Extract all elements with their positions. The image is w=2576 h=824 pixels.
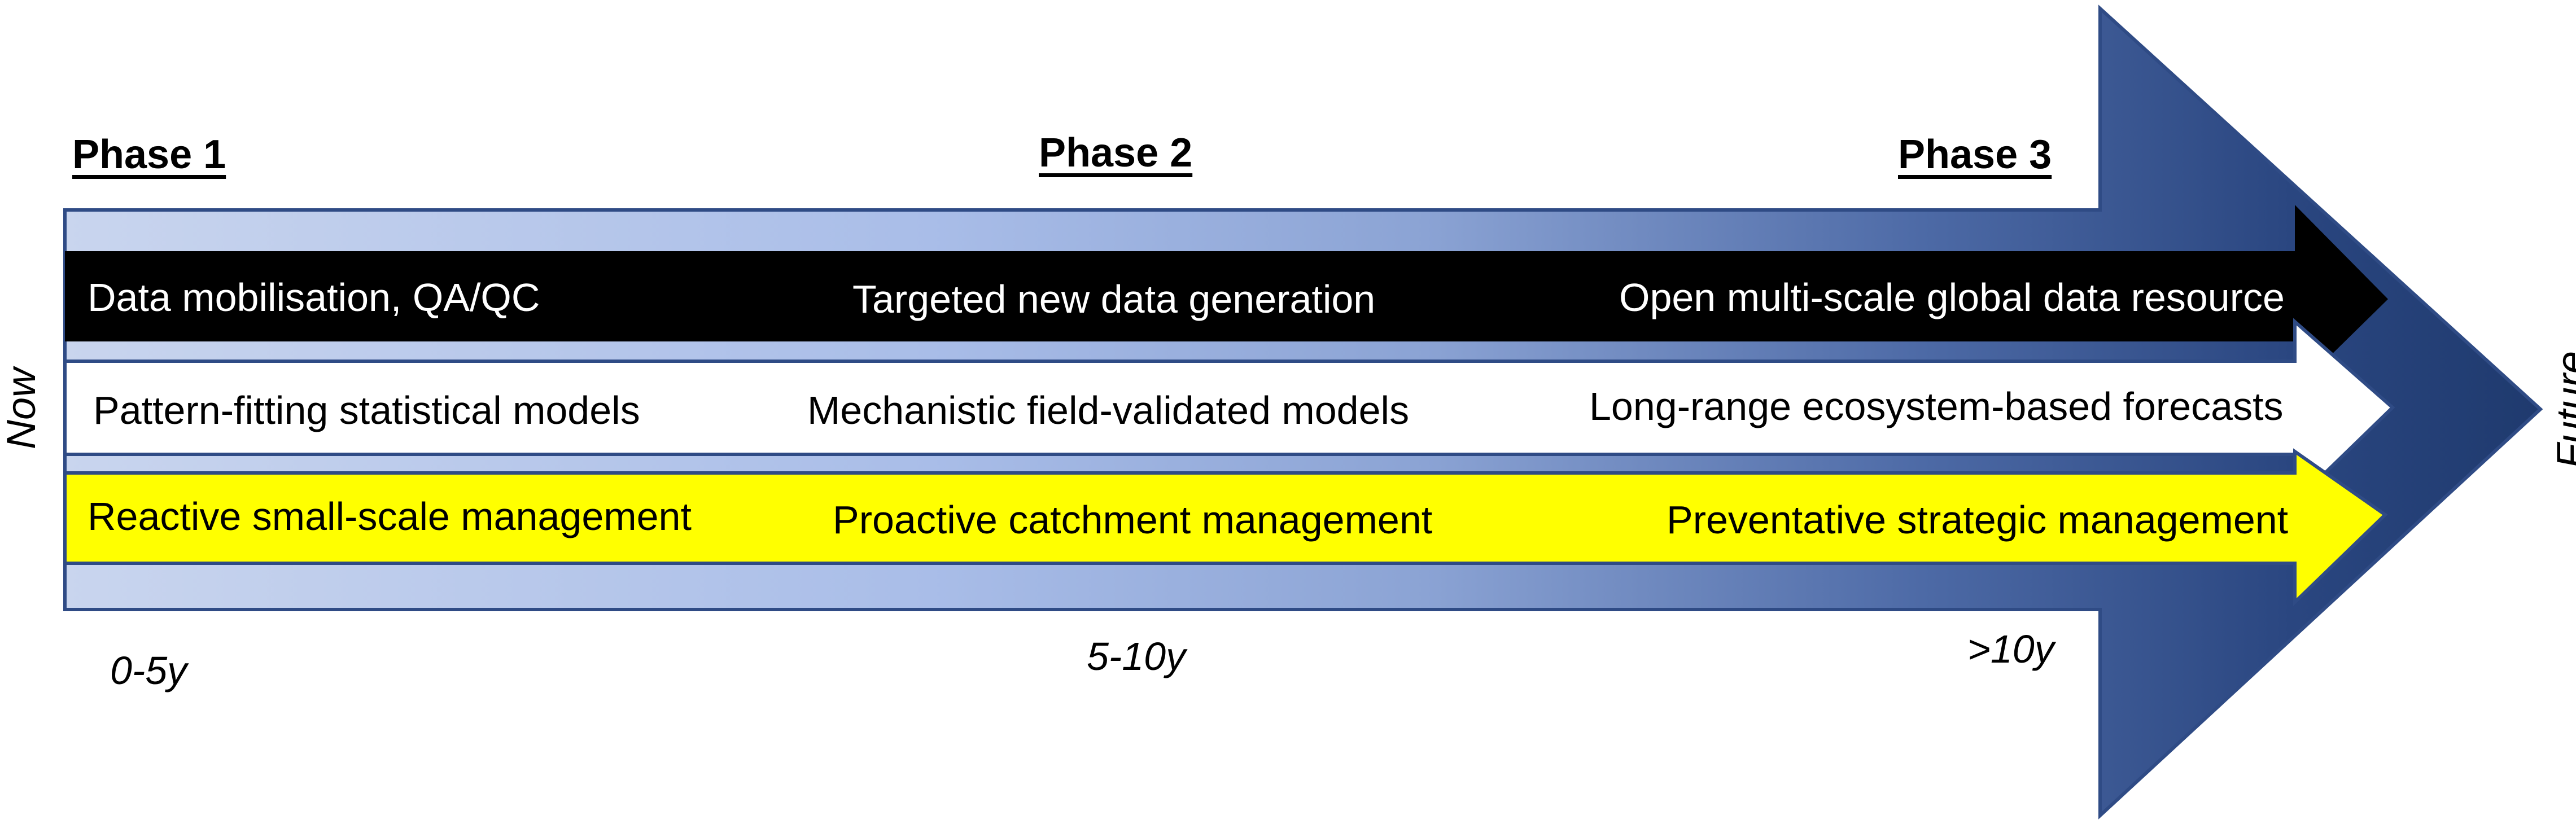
management-phase-1: Reactive small-scale management (88, 494, 692, 538)
row-band-management (63, 448, 2388, 607)
timeframe-phase-3: >10y (1967, 627, 2054, 671)
models-phase-1: Pattern-fitting statistical models (93, 388, 640, 432)
models-phase-2: Mechanistic field-validated models (807, 388, 1410, 432)
phase-3-label: Phase 3 (1898, 132, 2052, 177)
phase-1-label: Phase 1 (72, 132, 226, 177)
management-phase-2: Proactive catchment management (833, 498, 1433, 542)
data-phase-1: Data mobilisation, QA/QC (88, 275, 540, 319)
row-band-data (65, 205, 2388, 391)
phase-2-label: Phase 2 (1039, 130, 1193, 176)
now-label: Now (0, 367, 44, 449)
row-band-models (63, 318, 2395, 507)
timeframe-phase-1: 0-5y (110, 648, 187, 692)
data-phase-2: Targeted new data generation (852, 277, 1376, 321)
management-phase-3: Preventative strategic management (1667, 498, 2289, 542)
models-phase-3: Long-range ecosystem-based forecasts (1589, 384, 2284, 428)
data-phase-3: Open multi-scale global data resource (1619, 275, 2285, 319)
future-label: Future (2549, 350, 2576, 469)
timeframe-phase-2: 5-10y (1087, 634, 1186, 678)
